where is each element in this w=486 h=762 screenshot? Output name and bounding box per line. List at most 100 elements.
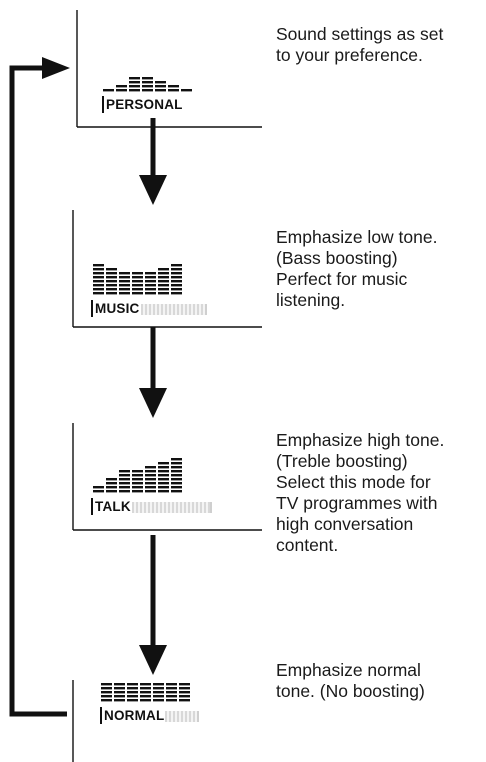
eq-bar-segment xyxy=(158,268,169,271)
down-arrow-head xyxy=(139,388,167,418)
eq-bar-segment xyxy=(171,482,182,485)
eq-bar-segment xyxy=(158,284,169,287)
eq-bar-segment xyxy=(168,89,179,92)
eq-bar-segment xyxy=(101,691,112,694)
eq-bar-segment xyxy=(158,466,169,469)
eq-bar-segment xyxy=(103,89,114,92)
eq-bar-segment xyxy=(106,268,117,271)
eq-bar-segment xyxy=(119,470,130,473)
eq-bar-segment xyxy=(132,478,143,481)
music-description-line: Perfect for music xyxy=(276,269,408,289)
eq-bar-segment xyxy=(132,470,143,473)
eq-bar-segment xyxy=(181,89,192,92)
eq-bar-segment xyxy=(153,683,164,686)
eq-bar-segment xyxy=(145,284,156,287)
eq-bar-segment xyxy=(179,691,190,694)
eq-bar-segment xyxy=(171,268,182,271)
personal-description-line: Sound settings as set xyxy=(276,24,444,44)
eq-bar-segment xyxy=(155,89,166,92)
eq-bar-segment xyxy=(101,683,112,686)
eq-bar-segment xyxy=(142,81,153,84)
eq-bar-segment xyxy=(153,695,164,698)
eq-bar-segment xyxy=(93,486,104,489)
eq-bar-segment xyxy=(142,89,153,92)
eq-bar-segment xyxy=(168,85,179,88)
mode-label-personal: PERSONAL xyxy=(102,96,183,113)
eq-bar-segment xyxy=(119,478,130,481)
eq-bar-segment xyxy=(166,691,177,694)
eq-bar-segment xyxy=(158,292,169,295)
eq-bar-segment xyxy=(142,85,153,88)
normal-description: Emphasize normal tone. (No boosting) xyxy=(276,660,482,702)
eq-bar-segment xyxy=(171,264,182,267)
return-loop-arrowhead xyxy=(42,57,70,79)
eq-bar-segment xyxy=(145,470,156,473)
eq-bar-segment xyxy=(93,280,104,283)
eq-bar-segment xyxy=(145,288,156,291)
eq-bar-segment xyxy=(171,458,182,461)
eq-bar-segment xyxy=(140,683,151,686)
talk-description-line: TV programmes with xyxy=(276,493,438,513)
eq-bar-segment xyxy=(145,276,156,279)
eq-bar-segment xyxy=(179,695,190,698)
eq-bar-segment xyxy=(145,478,156,481)
eq-bar-segment xyxy=(140,691,151,694)
eq-bar-segment xyxy=(145,486,156,489)
eq-bar-segment xyxy=(132,272,143,275)
eq-bar-segment xyxy=(114,683,125,686)
eq-bar-segment xyxy=(158,288,169,291)
eq-bar-segment xyxy=(171,478,182,481)
eq-bar-segment xyxy=(171,272,182,275)
eq-bar-segment xyxy=(158,272,169,275)
eq-bar-segment xyxy=(119,288,130,291)
eq-bar-segment xyxy=(106,276,117,279)
eq-bar-segment xyxy=(166,687,177,690)
talk-description-line: Select this mode for xyxy=(276,472,431,492)
talk-description-line: high conversation xyxy=(276,514,414,534)
eq-bar-segment xyxy=(145,280,156,283)
eq-bar-segment xyxy=(129,89,140,92)
eq-bar-segment xyxy=(127,691,138,694)
eq-bar-segment xyxy=(127,687,138,690)
eq-bar-segment xyxy=(179,683,190,686)
eq-bar-segment xyxy=(158,486,169,489)
mode-label-music: MUSIC xyxy=(91,300,207,317)
eq-bar-segment xyxy=(158,482,169,485)
eq-bar-segment xyxy=(142,77,153,80)
eq-bar-segment xyxy=(153,699,164,702)
personal-description: Sound settings as set to your preference… xyxy=(276,24,482,66)
eq-bar-segment xyxy=(158,478,169,481)
eq-bar-segment xyxy=(106,288,117,291)
eq-bar-segment xyxy=(106,490,117,493)
eq-bar-segment xyxy=(171,280,182,283)
mode-label-talk: TALK xyxy=(91,498,212,515)
eq-bar-segment xyxy=(140,687,151,690)
eq-bar-segment xyxy=(114,687,125,690)
talk-description: Emphasize high tone. (Treble boosting) S… xyxy=(276,430,482,556)
eq-bar-segment xyxy=(145,466,156,469)
eq-bar-segment xyxy=(155,81,166,84)
eq-bar-segment xyxy=(179,687,190,690)
eq-bar-segment xyxy=(119,272,130,275)
eq-bar-segment xyxy=(106,478,117,481)
music-description-line: (Bass boosting) xyxy=(276,248,398,268)
eq-bar-segment xyxy=(132,284,143,287)
eq-bar-segment xyxy=(179,699,190,702)
eq-bar-segment xyxy=(140,695,151,698)
eq-bar-segment xyxy=(119,482,130,485)
eq-bar-segment xyxy=(129,77,140,80)
eq-bar-segment xyxy=(119,280,130,283)
eq-bar-segment xyxy=(119,474,130,477)
eq-bar-segment xyxy=(106,486,117,489)
eq-bar-segment xyxy=(114,691,125,694)
eq-bar-segment xyxy=(132,474,143,477)
down-arrow-head xyxy=(139,645,167,675)
down-arrow-head xyxy=(139,175,167,205)
eq-bar-segment xyxy=(101,699,112,702)
eq-bar-segment xyxy=(119,490,130,493)
eq-bar-segment xyxy=(171,486,182,489)
eq-bar-segment xyxy=(166,683,177,686)
eq-bar-segment xyxy=(171,490,182,493)
